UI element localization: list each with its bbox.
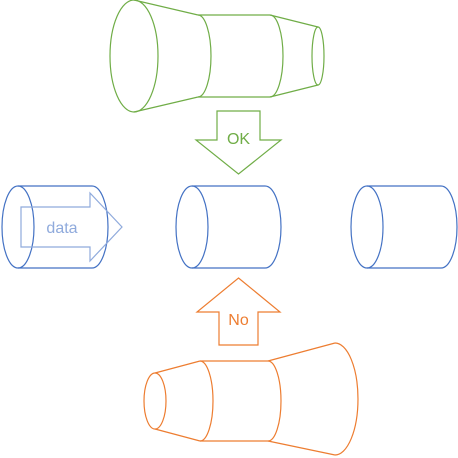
funnel-bottom-section-2 xyxy=(267,360,282,442)
funnel-top xyxy=(109,0,325,113)
no-arrow: No xyxy=(195,277,282,346)
cylinder-center-front xyxy=(175,185,209,269)
cylinder-center xyxy=(175,185,282,269)
funnel-top-section-1 xyxy=(197,14,212,98)
cylinder-right-front xyxy=(350,185,384,269)
funnel-top-right-end xyxy=(311,26,325,86)
funnel-bottom-left-end xyxy=(143,372,167,430)
cylinder-left xyxy=(1,185,109,269)
funnel-bottom-section-1 xyxy=(199,360,214,442)
data-arrow-label: data xyxy=(46,220,77,237)
ok-arrow: OK xyxy=(194,110,283,175)
data-arrow-shape xyxy=(20,191,123,263)
ok-arrow-shape xyxy=(194,110,283,175)
data-arrow: data xyxy=(20,191,123,263)
funnel-bottom-right-end xyxy=(334,342,359,456)
ok-arrow-label: OK xyxy=(227,131,250,148)
cylinder-left-front xyxy=(1,185,35,269)
no-arrow-label: No xyxy=(228,312,249,329)
no-arrow-shape xyxy=(195,277,282,346)
cylinder-right xyxy=(350,185,458,269)
funnel-bottom xyxy=(143,342,359,456)
funnel-top-left-end xyxy=(109,0,159,113)
cylinder-right-back xyxy=(440,185,458,269)
cylinder-center-back xyxy=(264,185,282,269)
cylinder-left-back xyxy=(91,185,109,269)
funnel-top-section-2 xyxy=(269,14,284,98)
